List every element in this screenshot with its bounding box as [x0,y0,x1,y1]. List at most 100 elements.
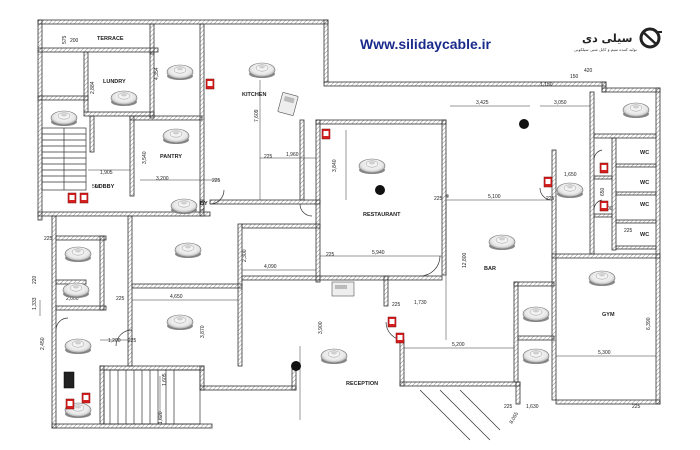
dim-1630: 1,630 [526,404,539,410]
dim-1730: 1,730 [414,300,427,306]
smoke-detector-icon [62,282,90,299]
dim-12800: 12,800 [462,252,468,268]
smoke-detector-icon [488,234,516,251]
smoke-detector-icon [358,158,386,175]
room-label-restaurant: RESTAURANT [363,212,401,218]
dim-4650: 4,650 [170,294,183,300]
fire-alarm-panel-icon [331,281,355,297]
dim-225-a: 225 [264,154,273,160]
dim-7609: 7,609 [254,109,260,122]
dim-4090: 4,090 [264,264,277,270]
smoke-detector-icon [50,110,78,127]
ceiling-sounder-icon [291,361,301,371]
brand-tagline: تولید کننده سیم و کابل شبی سیلکونی [574,47,637,52]
dimension-labels: 575 2,884 4,354 7,609 1,960 3,540 1,905 … [32,35,652,425]
dim-2000: 2,000 [66,296,79,302]
dim-5200: 5,200 [452,342,465,348]
dim-6390: 6,390 [646,317,652,330]
manual-call-point-icon [599,200,609,212]
website-url[interactable]: Www.silidaycable.ir [360,36,492,52]
ceiling-sounder-icon [519,119,529,129]
dim-3425: 3,425 [476,100,489,106]
dim-5940: 5,940 [372,250,385,256]
dim-3540: 3,540 [142,151,148,164]
smoke-detector-icon [588,270,616,287]
manual-call-point-icon [205,78,215,90]
stairs [41,127,201,425]
smoke-detector-icon [162,128,190,145]
dim-225-d: 225 [434,196,443,202]
dim-220: 220 [32,275,38,284]
dim-500: 500 [92,184,101,190]
smoke-detector-icon [110,90,138,107]
smoke-detector-icon [622,102,650,119]
smoke-detector-icon [170,198,198,215]
dim-3200: 3,200 [156,176,169,182]
dim-4354: 4,354 [154,67,160,80]
manual-call-point-icon [79,192,89,204]
dim-5100: 5,100 [488,194,501,200]
dim-2300: 2,300 [242,249,248,262]
manual-call-point-icon [395,332,405,344]
smoke-detector-icon [556,182,584,199]
dim-8055: 8,055 [509,411,521,425]
dim-1333: 1,333 [32,297,38,310]
smoke-detector-icon [320,348,348,365]
room-label-wc-4: WC [640,232,649,238]
dim-225-l: 225 [624,228,633,234]
smoke-detector-icon [522,348,550,365]
dim-3050: 3,050 [554,100,567,106]
dim-1905: 1,905 [100,170,113,176]
dim-225-f: 225 [392,302,401,308]
dim-650: 650 [600,187,606,196]
smoke-detector-icon [166,314,194,331]
dim-5300: 5,300 [598,350,611,356]
dim-225-e: 225 [546,196,555,202]
room-label-wc-3: WC [640,202,649,208]
room-labels: TERRACE LUNDRY KITCHEN PANTRY LOBBY BY R… [95,36,649,387]
dim-1620: 1,620 [158,411,164,424]
smoke-detector-icon [64,246,92,263]
dim-2884: 2,884 [90,81,96,94]
dim-200: 200 [70,38,79,44]
manual-call-point-icon [387,316,397,328]
dim-225-c: 225 [116,296,125,302]
brand-name: سیلی دی [582,32,632,45]
dim-2450: 2,450 [40,337,46,350]
smoke-detector-icon [522,306,550,323]
room-label-wc-1: WC [640,150,649,156]
ceiling-sounder-icon [375,185,385,195]
dimension-lines [39,80,656,420]
manual-call-point-icon [543,176,553,188]
manual-call-point-icon [81,392,91,404]
manual-call-point-icon [67,192,77,204]
fire-alarm-panels [63,92,355,389]
dim-225-h: 225 [632,404,641,410]
manual-call-point-icon [65,398,75,410]
dim-225-k: 225 [212,178,221,184]
brand-logo: سیلی دی تولید کننده سیم و کابل شبی سیلکو… [574,27,662,52]
smoke-detector-icon [166,64,194,81]
manual-call-point-icon [321,128,331,140]
smoke-detector-icon [248,62,276,79]
room-label-wc-2: WC [640,180,649,186]
dim-575: 575 [62,35,68,44]
cable-logo-icon [639,27,662,49]
dim-1200: 1,200 [108,338,121,344]
room-label-by: BY [200,201,208,207]
dim-1605: 1,605 [162,373,168,386]
dim-420: 420 [584,68,593,74]
dim-225-b: 225 [44,236,53,242]
walls [37,19,661,429]
ceiling-sounders [291,119,529,371]
room-label-terrace: TERRACE [97,36,124,42]
smoke-detector-icon [174,242,202,259]
dim-1650: 1,650 [564,172,577,178]
dim-3870: 3,870 [200,325,206,338]
dim-225-g: 225 [504,404,513,410]
interior-walls [37,23,661,401]
room-label-bar: BAR [484,266,496,272]
dim-150: 150 [570,74,579,80]
dim-1150: 1,150 [540,82,553,88]
